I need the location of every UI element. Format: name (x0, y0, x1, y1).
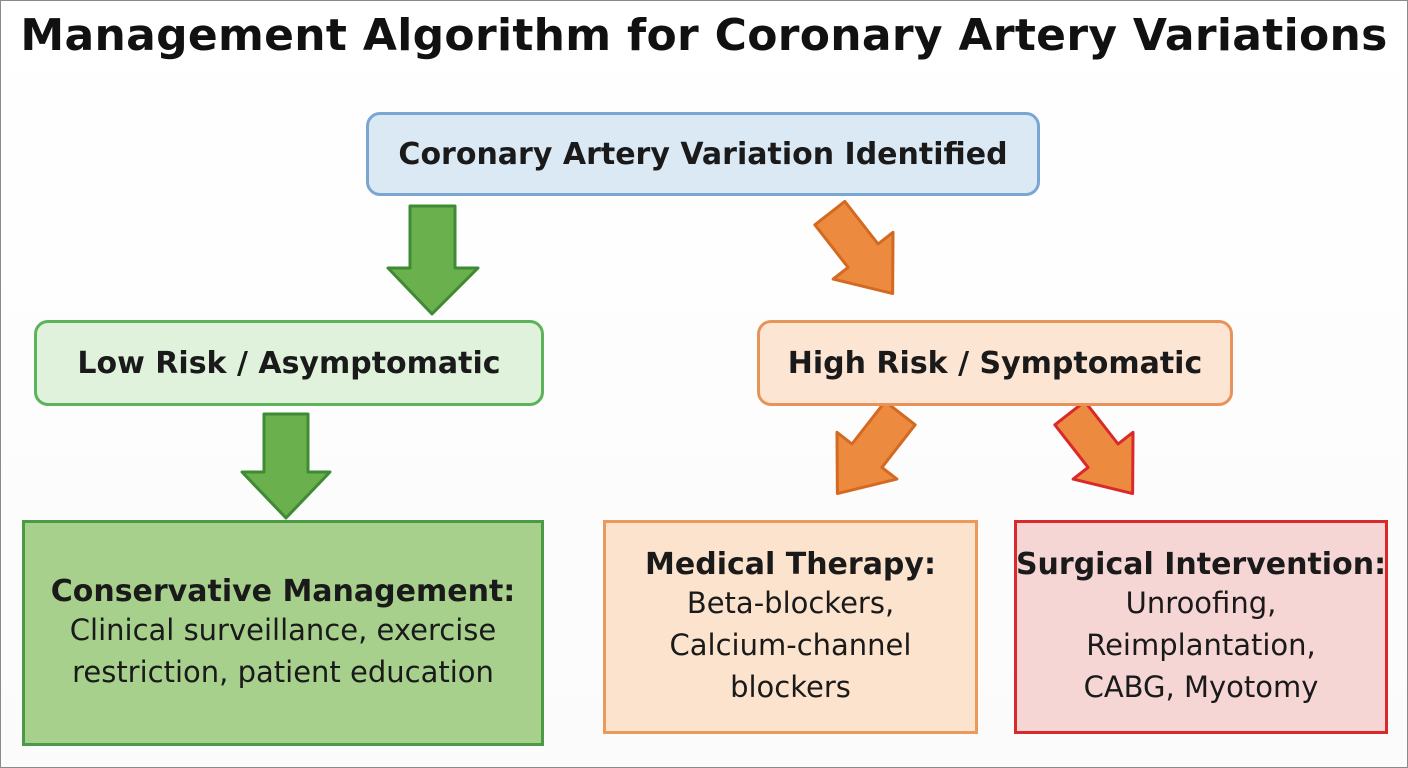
arrow-root-to-low (386, 204, 480, 316)
node-surgical-intervention: Surgical Intervention: Unroofing, Reimpl… (1014, 520, 1388, 734)
node-low-risk: Low Risk / Asymptomatic (34, 320, 544, 406)
node-medical-therapy: Medical Therapy: Beta-blockers, Calcium-… (603, 520, 978, 734)
diagram-title: Management Algorithm for Coronary Artery… (20, 10, 1388, 61)
node-low-risk-label: Low Risk / Asymptomatic (77, 345, 501, 381)
node-variation-identified-label: Coronary Artery Variation Identified (398, 136, 1008, 172)
arrow-high-to-surgical (1053, 399, 1135, 496)
surgical-heading: Surgical Intervention: (1015, 546, 1387, 582)
medical-line: Beta-blockers, (686, 585, 895, 620)
conservative-line: restriction, patient education (72, 654, 494, 689)
node-high-risk: High Risk / Symptomatic (757, 320, 1233, 406)
conservative-line: Clinical surveillance, exercise (69, 612, 497, 647)
surgical-line: CABG, Myotomy (1083, 669, 1319, 704)
node-high-risk-label: High Risk / Symptomatic (787, 345, 1203, 381)
medical-line: Calcium-channel (669, 627, 912, 662)
medical-heading: Medical Therapy: (645, 546, 936, 582)
arrow-high-to-medical (835, 399, 917, 496)
arrow-low-to-conservative (240, 412, 332, 520)
surgical-line: Unroofing, (1125, 585, 1277, 620)
surgical-line: Reimplantation, (1086, 627, 1316, 662)
arrow-root-to-high (813, 199, 895, 296)
node-variation-identified: Coronary Artery Variation Identified (366, 112, 1040, 196)
conservative-heading: Conservative Management: (50, 573, 516, 609)
medical-line: blockers (730, 669, 851, 704)
node-conservative-management: Conservative Management: Clinical survei… (22, 520, 544, 746)
